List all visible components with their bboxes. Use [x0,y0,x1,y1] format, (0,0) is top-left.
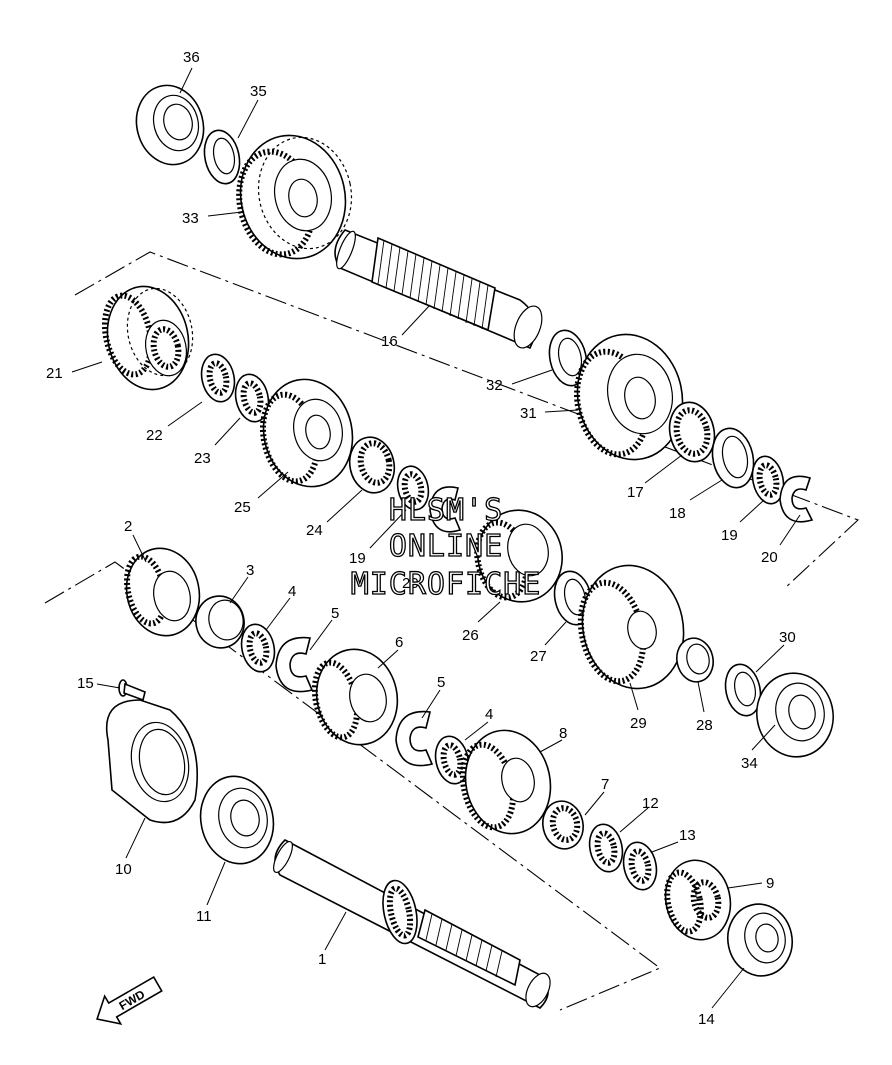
assembly-boundary-upper [74,251,860,589]
callout-23: 23 [194,450,211,467]
part-18-washer [711,427,755,489]
callout-28: 28 [696,717,713,734]
part-15-screw [118,679,146,702]
callout-20-center: 20 [402,575,419,592]
part-29-gear [577,564,685,690]
callout-21: 21 [46,365,63,382]
part-32-washer [548,329,588,387]
part-25-gear [259,378,354,488]
part-2-gear [124,547,201,637]
callout-1: 1 [318,951,326,968]
fwd-arrow: FWD [96,975,163,1025]
callout-10: 10 [115,861,132,878]
watermark: HLSM'S ONLINE MICROFICHE [350,492,542,602]
fwd-arrow-icon [96,975,163,1025]
callout-27: 27 [530,648,547,665]
part-5-circlip-lower [395,710,434,767]
callout-32: 32 [486,377,503,394]
part-31-gear [574,333,684,461]
part-9-gear [664,859,732,941]
part-23-lock-washer [234,373,270,423]
part-34-bearing [756,672,834,758]
callout-24: 24 [306,522,323,539]
callout-2: 2 [124,518,132,535]
callouts: 36 35 33 16 32 31 21 22 23 25 24 19 20 1… [46,49,796,1028]
callout-11: 11 [196,908,212,925]
callout-34: 34 [741,755,758,772]
callout-35: 35 [250,83,267,100]
part-28-collar [676,637,714,683]
part-17-needle-bearing [668,401,716,463]
part-7-needle-bearing [542,800,584,850]
callout-20-right: 20 [761,549,778,566]
callout-12: 12 [642,795,659,812]
part-14-bearing [727,903,793,977]
part-21-gear [101,285,194,391]
callout-6: 6 [395,634,403,651]
part-22-lock-washer [200,353,236,403]
part-6-gear [311,648,399,746]
callout-4-upper: 4 [288,583,296,600]
callout-8: 8 [559,725,567,742]
watermark-line-3: MICROFICHE [351,567,542,602]
callout-7: 7 [601,776,609,793]
callout-5-upper: 5 [331,605,339,622]
part-13-lock-washer [622,841,658,891]
callout-29: 29 [630,715,647,732]
callout-13: 13 [679,827,696,844]
leader-lines [71,67,801,1009]
part-3-collar [195,595,245,649]
part-20-circlip-center [429,486,462,533]
part-36-bearing [135,84,205,166]
part-5-circlip-upper [275,636,314,693]
callout-33: 33 [182,210,199,227]
part-11-bearing [199,775,275,865]
assembly-boundary-lower [44,561,662,1011]
watermark-line-1: HLSM'S [389,493,503,528]
part-30-washer [724,663,762,717]
part-16-shaft [334,229,543,350]
part-10-bearing-retainer [106,699,198,824]
callout-26: 26 [462,627,479,644]
callout-5-lower: 5 [437,674,445,691]
callout-3: 3 [246,562,254,579]
callout-15: 15 [77,675,94,692]
callout-14: 14 [698,1011,715,1028]
callout-16: 16 [381,333,398,350]
callout-25: 25 [234,499,251,516]
part-26-gear [474,509,563,603]
callout-36: 36 [183,49,200,66]
part-8-gear [459,729,552,835]
callout-30: 30 [779,629,796,646]
part-33-gear [236,134,353,260]
part-1-main-shaft [273,839,551,1009]
part-19-lock-washer-center [396,465,430,511]
callout-4-lower: 4 [485,706,493,723]
part-19-lock-washer-right [751,455,785,505]
callout-18: 18 [669,505,686,522]
callout-17: 17 [627,484,644,501]
part-20-circlip-right [779,475,814,523]
callout-19-right: 19 [721,527,738,544]
watermark-line-2: ONLINE [389,529,503,564]
part-4-lock-washer-upper [240,623,276,673]
callout-9: 9 [766,875,774,892]
callout-22: 22 [146,427,163,444]
callout-31: 31 [520,405,537,422]
part-24-needle-bearing [348,436,396,494]
callout-19-center: 19 [349,550,366,567]
part-35-washer [203,129,241,185]
part-12-lock-washer [588,823,624,873]
